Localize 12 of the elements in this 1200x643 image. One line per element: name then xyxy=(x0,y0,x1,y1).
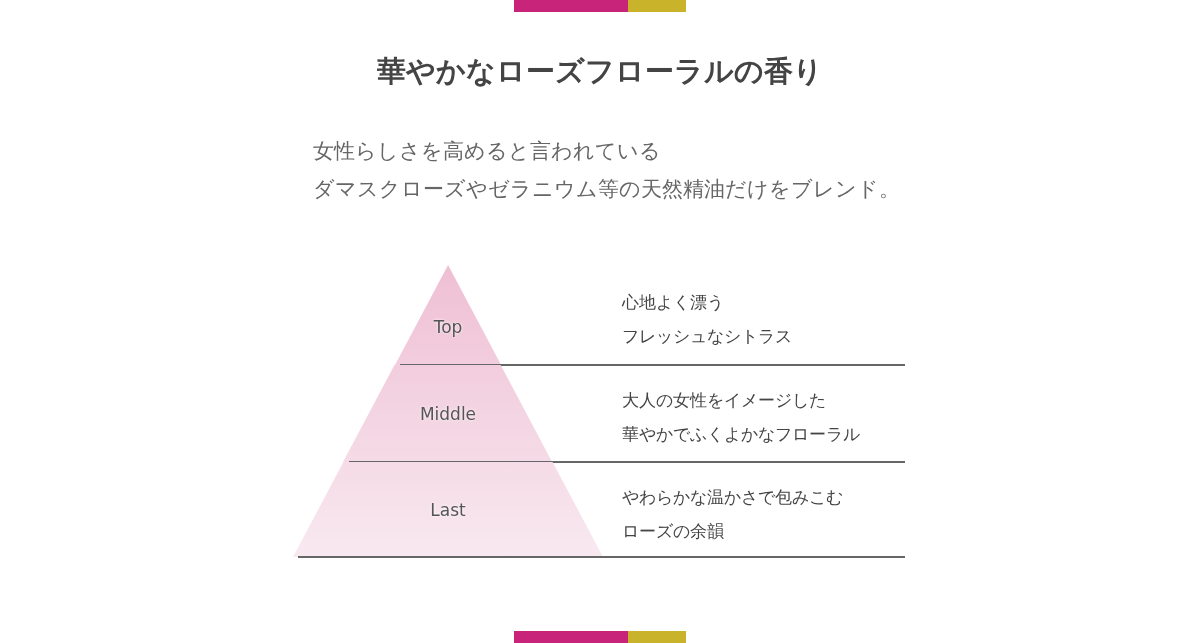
tier-label: Top xyxy=(432,317,464,337)
tier-description: フレッシュなシトラス xyxy=(622,325,792,348)
tier-description: ローズの余韻 xyxy=(622,520,724,543)
tier-label: Middle xyxy=(418,403,478,424)
tier-description: 心地よく漂う xyxy=(622,291,724,314)
tier-description: 大人の女性をイメージした xyxy=(622,389,826,412)
tier-description: 華やかでふくよかなフローラル xyxy=(622,423,860,446)
intro-text: ダマスクローズやゼラニウム等の天然精油だけをブレンド。 xyxy=(313,176,900,203)
intro-text: 女性らしさを高めると言われている xyxy=(313,138,661,165)
tier-description: やわらかな温かさで包みこむ xyxy=(622,486,843,509)
tier-label: Last xyxy=(429,499,467,520)
title: 華やかなローズフローラルの香り xyxy=(376,53,824,90)
